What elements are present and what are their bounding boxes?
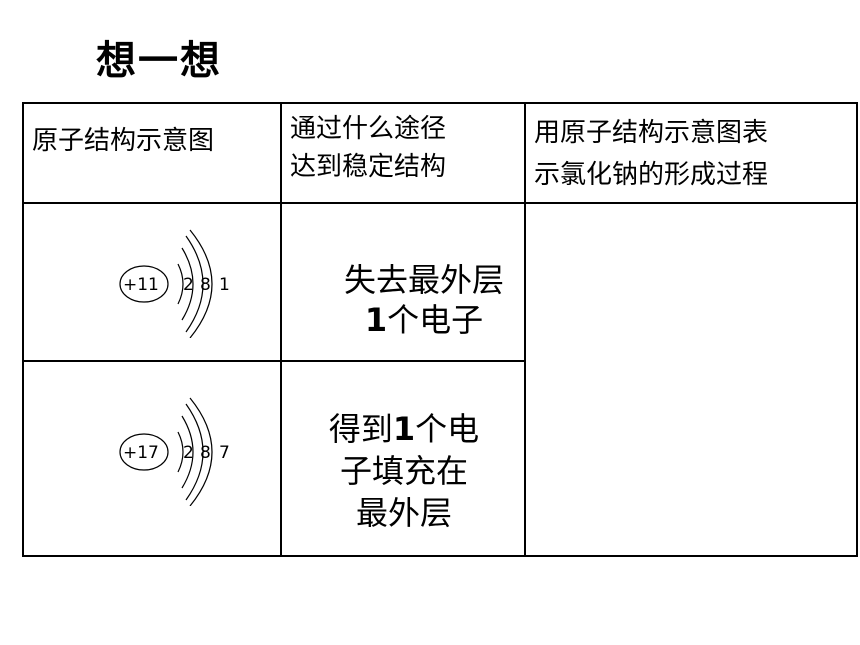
sodium-method-line1: 失去最外层 [343,261,504,299]
header-nacl-formation-line2: 示氯化钠的形成过程 [534,160,769,190]
header-stability-method-line1: 通过什么途径 [290,114,447,144]
chlorine-method-line1-pre: 得到 [328,410,393,448]
chlorine-shell-3: 7 [219,443,230,463]
header-atomic-structure-line1: 原子结构示意图 [32,126,215,156]
chlorine-shell-2: 8 [200,443,211,463]
sodium-shell-3: 1 [219,275,230,295]
nacl-formation-cell [526,204,856,555]
column-divider-1 [280,104,282,555]
header-stability-method-line2: 达到稳定结构 [290,152,447,182]
sodium-shell-2: 8 [200,275,211,295]
chlorine-method-line2: 子填充在 [339,452,468,490]
row-divider [24,360,526,362]
chlorine-electron-count: 1 [392,410,416,448]
page-title: 想一想 [96,38,222,84]
chlorine-shell-1: 2 [183,443,194,463]
chlorine-method-line1: 得到1个电 [314,408,494,450]
header-atomic-structure: 原子结构示意图 [32,122,214,160]
header-nacl-formation-line1: 用原子结构示意图表 [534,118,769,148]
chlorine-method-text: 得到1个电 子填充在 最外层 [314,408,494,534]
chlorine-nucleus-label: +17 [123,443,159,463]
sodium-nucleus-label: +11 [123,275,159,295]
sodium-method-line2-rest: 个电子 [387,301,484,339]
column-divider-2 [524,104,526,555]
sodium-method-line2: 1个电子 [324,300,524,340]
sodium-method-text: 失去最外层 1个电子 [324,260,524,340]
header-stability-method: 通过什么途径 达到稳定结构 [290,110,446,186]
header-divider [24,202,856,204]
sodium-electron-count: 1 [364,301,388,339]
header-nacl-formation: 用原子结构示意图表 示氯化钠的形成过程 [534,112,768,196]
sodium-shell-1: 2 [183,275,194,295]
chlorine-method-line3: 最外层 [355,494,452,532]
structure-table: 原子结构示意图 通过什么途径 达到稳定结构 用原子结构示意图表 示氯化钠的形成过… [22,102,858,557]
chlorine-method-line1-rest: 个电 [415,410,480,448]
chlorine-atom-diagram: +17 2 8 7 [116,396,246,506]
sodium-atom-diagram: +11 2 8 1 [116,228,246,338]
